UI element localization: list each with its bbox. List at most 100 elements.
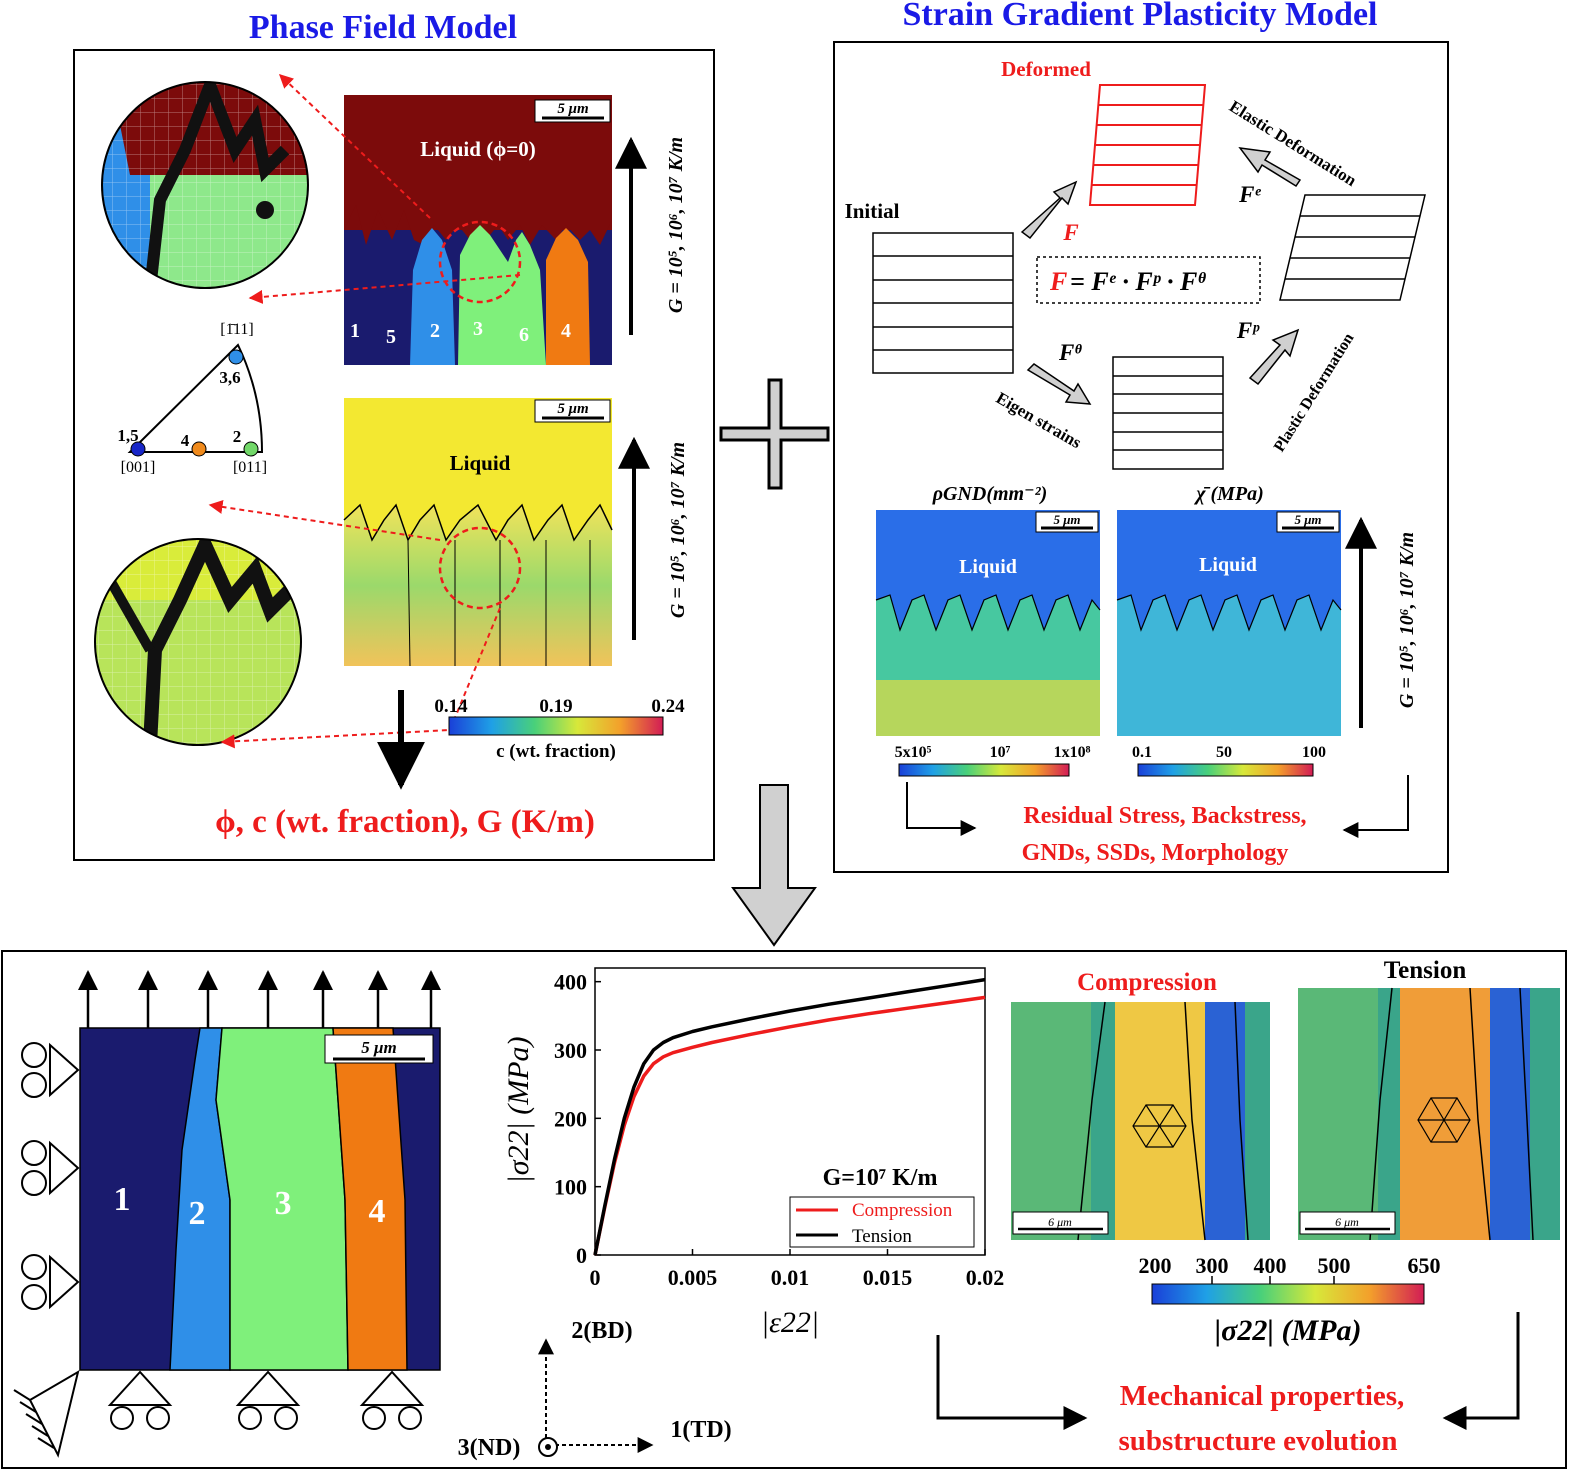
scale-bar-label: 6 μm	[1335, 1215, 1359, 1229]
decomposition-lhs: F	[1049, 267, 1067, 296]
x-tick-label: 0.005	[668, 1265, 718, 1290]
grain-label: 1	[114, 1181, 131, 1218]
hexagon-icon	[1417, 1097, 1471, 1143]
ipf-point-label: 2	[233, 427, 242, 446]
colorbar-tick: 10⁷	[990, 744, 1011, 761]
ipf-point	[228, 349, 244, 365]
decomposition-rhs: = Fᵉ · Fᵖ · Fᶿ	[1070, 267, 1206, 296]
scale-bar-label: 5 μm	[1053, 512, 1080, 527]
colorbar-tick: 0.1	[1132, 744, 1152, 761]
colorbar-tick: 500	[1318, 1253, 1351, 1278]
sgp-panel	[833, 41, 1449, 873]
series-line-tension	[593, 977, 986, 1256]
concentration-colorbar: 0.14 0.19 0.24 c (wt. fraction)	[434, 696, 685, 762]
colorbar-tick: 400	[1254, 1253, 1287, 1278]
y-tick-label: 300	[554, 1038, 587, 1063]
final-arrow-left	[936, 1335, 1088, 1430]
ipf-point-label: 3,6	[219, 368, 240, 387]
elastic-lattice	[1279, 194, 1426, 301]
grain-label: 1	[350, 320, 360, 342]
compression-label: Compression	[1077, 969, 1217, 996]
colorbar-tick: 50	[1216, 744, 1232, 761]
zoom-pointer	[248, 274, 521, 304]
zoom-pointer	[208, 499, 441, 541]
gradient-label: G = 10⁵, 10⁶, 10⁷ K/m	[1396, 532, 1418, 708]
nd-label: 3(ND)	[458, 1435, 521, 1461]
deformed-label: Deformed	[1001, 57, 1091, 81]
grain-label: 6	[519, 324, 529, 346]
gnd-map-title: ρGND(mm⁻²)	[932, 483, 1048, 505]
colorbar-label: |σ22| (MPa)	[1215, 1314, 1362, 1347]
colorbar-tick: 0.19	[539, 696, 572, 717]
chi-map: 5 μm Liquid	[1116, 510, 1342, 736]
roller-supports-bottom	[107, 1370, 425, 1430]
gradient-label: G = 10⁵, 10⁶, 10⁷ K/m	[665, 137, 687, 313]
plus-sign	[719, 378, 830, 490]
sgp-outputs-line2: GNDs, SSDs, Morphology	[1022, 840, 1289, 866]
Fp-label: Fᵖ	[1236, 318, 1260, 343]
phase-field-panel	[73, 49, 715, 861]
scale-bar-label: 6 μm	[1048, 1215, 1072, 1229]
colorbar-tick: 300	[1196, 1253, 1229, 1278]
phase-field-title: Phase Field Model	[249, 9, 517, 46]
colorbar-tick: 5x10⁵	[895, 744, 932, 761]
colorbar-tick: 200	[1139, 1253, 1172, 1278]
ipf-corner-label: [1̄11]	[220, 321, 253, 338]
gnd-map: 5 μm Liquid	[875, 510, 1101, 736]
chi-map-title: χ̄ (MPa)	[1193, 483, 1264, 505]
scale-bar-label: 5 μm	[361, 1038, 396, 1057]
Ftheta-label: Fᶿ	[1058, 340, 1082, 365]
y-tick-label: 200	[554, 1106, 587, 1131]
pin-support	[13, 1369, 80, 1458]
compression-stress-map: 6 μm	[1011, 1001, 1270, 1241]
fe-model: 5 μm 1 2 3 4	[79, 1027, 441, 1371]
x-tick-label: 0.01	[771, 1265, 810, 1290]
liquid-label: Liquid	[450, 451, 511, 475]
legend-label: Tension	[852, 1226, 912, 1247]
tension-stress-map: 6 μm	[1298, 987, 1560, 1241]
load-arrows	[78, 970, 441, 1028]
bottom-panel	[1, 950, 1567, 1469]
phase-zoom-circle	[101, 81, 309, 289]
x-tick-label: 0.02	[966, 1265, 1005, 1290]
Fe-label: Fᵉ	[1238, 182, 1261, 207]
chart-annotation: G=10⁷ K/m	[823, 1165, 938, 1191]
scale-bar-label: 5 μm	[557, 101, 588, 117]
liquid-label: Liquid	[959, 556, 1017, 578]
chart-legend: Compression Tension	[789, 1196, 975, 1248]
hexagon-icon	[1132, 1104, 1187, 1148]
axes-triad: 2(BD) 1(TD) 3(ND)	[458, 1318, 732, 1461]
chi-colorbar	[1137, 763, 1314, 777]
y-tick-label: 100	[554, 1175, 587, 1200]
initial-label: Initial	[845, 199, 900, 223]
stress-colorbar: 200 300 400 500 650 |σ22| (MPa)	[1139, 1253, 1441, 1347]
chart-xlabel: |ε22|	[761, 1306, 819, 1339]
sgp-output-arrow-right	[1342, 775, 1409, 838]
colorbar-tick: 0.14	[434, 696, 468, 717]
phase-field-outputs: ϕ, c (wt. fraction), G (K/m)	[215, 804, 595, 840]
decomposition-box	[1036, 256, 1261, 304]
final-outputs-line2: substructure evolution	[1118, 1425, 1397, 1457]
y-tick-label: 400	[554, 970, 587, 995]
sgp-title: Strain Gradient Plasticity Model	[902, 0, 1377, 33]
grain-label: 4	[369, 1193, 386, 1230]
concentration-map: 5 μm Liquid	[343, 398, 613, 667]
final-arrow-right	[1442, 1312, 1520, 1430]
scale-bar-label: 5 μm	[1294, 512, 1321, 527]
grain-label: 5	[386, 326, 396, 348]
colorbar-label: c (wt. fraction)	[496, 741, 616, 762]
liquid-label: Liquid	[1199, 554, 1257, 576]
grain-label: 2	[189, 1195, 206, 1232]
chart-ylabel: |σ22| (MPa)	[502, 1036, 535, 1183]
concentration-zoom-circle	[94, 538, 302, 746]
ipf-point	[243, 441, 259, 457]
colorbar-tick: 100	[1302, 744, 1326, 761]
ipf-triangle: [1̄11] [001] [011] 3,6 1,5 4 2	[117, 321, 267, 476]
x-tick-label: 0.015	[863, 1265, 913, 1290]
phase-map: 5 μm Liquid (ϕ=0) 1 5 2 3 6 4	[344, 95, 612, 365]
roller-supports-left	[21, 1042, 80, 1310]
grain-label: 4	[561, 320, 571, 342]
ipf-corner-label: [001]	[121, 459, 156, 476]
ipf-point	[130, 441, 146, 457]
